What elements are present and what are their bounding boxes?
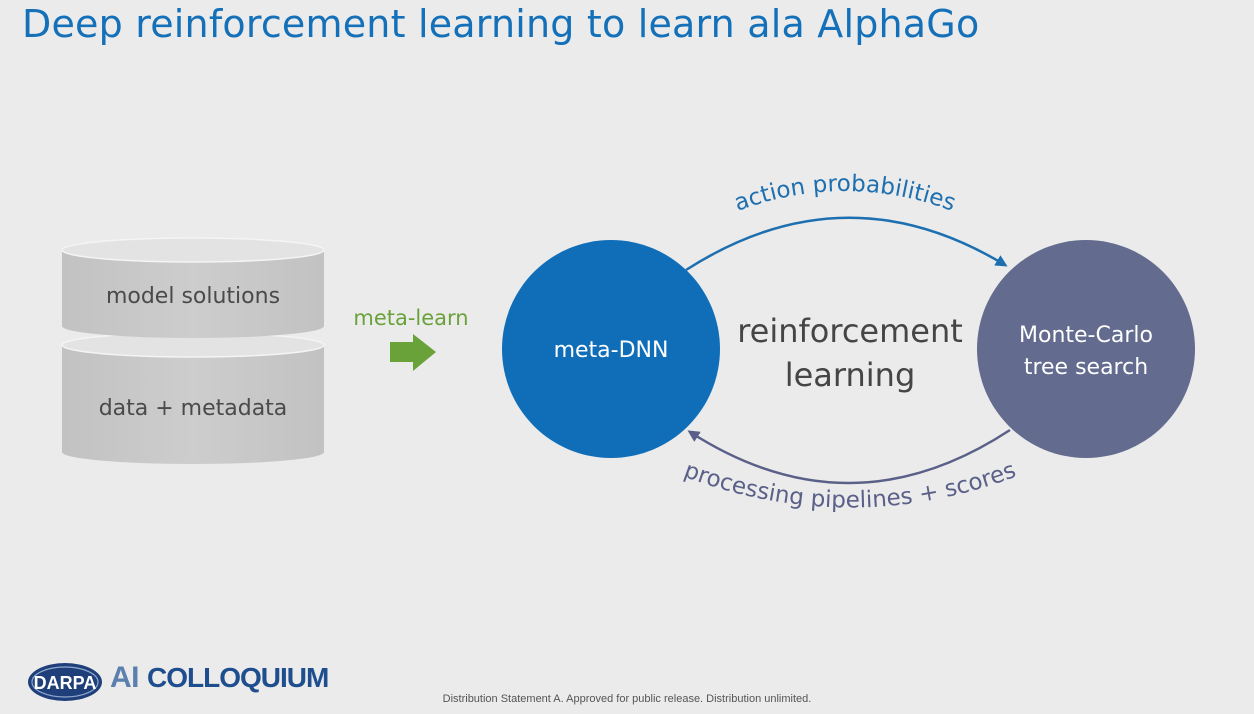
data-cylinder <box>61 332 325 464</box>
distribution-statement: Distribution Statement A. Approved for p… <box>442 693 812 705</box>
pipelines-scores-arrow <box>687 428 1011 485</box>
right-arrow-icon <box>390 334 436 371</box>
center-label-line1: reinforcement <box>737 312 963 350</box>
meta-learn-label: meta-learn <box>353 306 468 330</box>
center-label-line2: learning <box>785 356 916 394</box>
meta-dnn-label: meta-DNN <box>554 338 669 363</box>
database-stack-icon <box>61 237 325 464</box>
darpa-logo: DARPA <box>28 663 102 701</box>
darpa-badge-text: DARPA <box>34 673 97 693</box>
pipelines-scores-label: processing pipelines + scores <box>681 457 1020 513</box>
slide-title: Deep reinforcement learning to learn ala… <box>22 2 980 46</box>
model-cylinder <box>61 237 325 338</box>
logo-colloquium: COLLOQUIUM <box>147 662 329 693</box>
mcts-label-line2: tree search <box>1024 355 1148 380</box>
mcts-label-line1: Monte-Carlo <box>1019 323 1153 348</box>
action-probabilities-arrow <box>685 216 1008 272</box>
logo-ai: AI <box>110 661 140 694</box>
meta-dnn-node <box>502 240 720 458</box>
mcts-node <box>977 240 1195 458</box>
model-solutions-label: model solutions <box>106 284 280 309</box>
action-probabilities-label: action probabilities <box>731 171 959 217</box>
data-metadata-label: data + metadata <box>99 396 288 421</box>
